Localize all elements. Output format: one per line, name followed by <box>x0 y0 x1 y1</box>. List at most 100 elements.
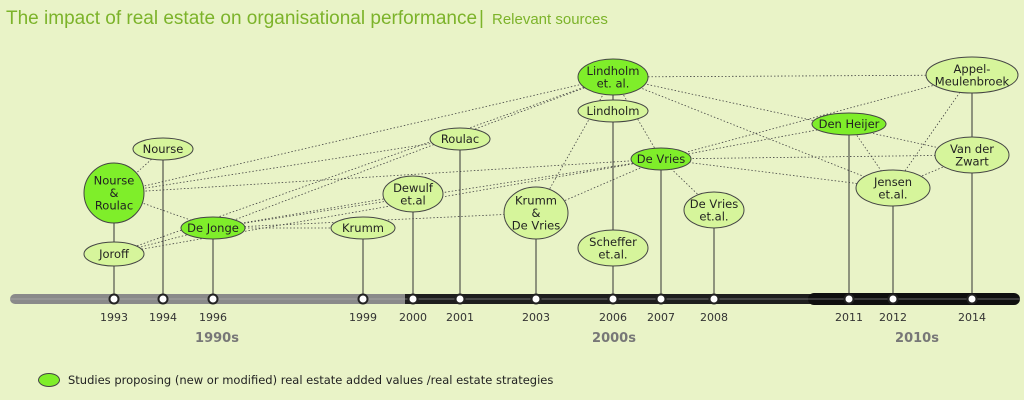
node-lindholm: Lindholm <box>577 99 649 123</box>
year-label-1996: 1996 <box>199 311 227 324</box>
node-label-krumm_devries-0: Krumm <box>515 194 557 208</box>
node-label-jensen-0: Jensen <box>873 175 912 189</box>
node-shape-jensen <box>855 169 931 207</box>
title-main: The impact of real estate on organisatio… <box>6 8 478 29</box>
node-label-nourse_roulac-0: Nourse <box>94 174 135 188</box>
year-marker-2008 <box>708 293 720 305</box>
year-label-2006: 2006 <box>599 311 627 324</box>
link-devries-appel <box>660 74 973 160</box>
node-label-jensen-1: et.al. <box>878 187 907 201</box>
year-marker-1999 <box>357 293 369 305</box>
decade-label-1990s: 1990s <box>195 331 239 346</box>
link-nourse_roulac-roulac <box>113 138 461 194</box>
node-dejonge: De Jonge <box>180 216 246 240</box>
title-subtitle: Relevant sources <box>491 11 608 28</box>
node-label-nourse_roulac-2: Roulac <box>95 199 133 213</box>
node-label-lindholm-0: Lindholm <box>587 104 640 118</box>
page-title: The impact of real estate on organisatio… <box>6 8 608 30</box>
link-lindholm_etal-vanderzwart <box>612 76 973 156</box>
node-shape-roulac <box>429 127 491 151</box>
year-label-2008: 2008 <box>700 311 728 324</box>
node-shape-vanderzwart <box>934 136 1010 174</box>
node-label-krumm_devries-1: & <box>532 206 541 220</box>
node-nourse: Nourse <box>132 137 194 161</box>
link-nourse_roulac-lindholm_etal <box>113 76 614 194</box>
timeline-layer: 1993 1994 1996 1999 2000 2001 2003 2006 2007 2008… <box>10 293 1020 346</box>
link-denheijer-jensen <box>848 123 894 189</box>
node-krumm_devries: Krumm&De Vries <box>503 186 569 240</box>
node-shape-scheffer <box>577 229 649 267</box>
year-label-1994: 1994 <box>149 311 177 324</box>
link-devries-vanderzwart <box>660 154 973 160</box>
year-label-2007: 2007 <box>647 311 675 324</box>
node-shape-joroff <box>83 241 145 267</box>
year-marker-1994 <box>157 293 169 305</box>
node-label-vanderzwart-1: Zwart <box>955 154 989 168</box>
decade-label-2010s: 2010s <box>895 331 939 346</box>
node-devries: De Vries <box>630 147 692 171</box>
stems-layer <box>113 75 973 299</box>
node-label-scheffer-0: Scheffer <box>589 235 637 249</box>
node-joroff: Joroff <box>83 241 145 267</box>
link-joroff-devries <box>113 158 662 255</box>
node-label-vanderzwart-0: Van der <box>950 142 994 156</box>
title-separator: | <box>479 8 484 29</box>
node-label-krumm-0: Krumm <box>342 221 384 235</box>
node-label-appel-0: Appel- <box>954 62 991 76</box>
node-label-dewulf-1: et.al <box>400 193 425 207</box>
year-label-2011: 2011 <box>835 311 863 324</box>
node-label-devries_etal-0: De Vries <box>690 197 738 211</box>
link-devries-denheijer <box>660 123 850 160</box>
year-label-2001: 2001 <box>446 311 474 324</box>
year-label-1999: 1999 <box>349 311 377 324</box>
node-shape-lindholm_etal <box>577 58 649 96</box>
year-marker-1993 <box>108 293 120 305</box>
year-label-2014: 2014 <box>958 311 986 324</box>
year-marker-2007 <box>655 293 667 305</box>
node-shape-lindholm <box>577 99 649 123</box>
legend-label: Studies proposing (new or modified) real… <box>68 373 554 387</box>
year-marker-2000 <box>407 293 419 305</box>
link-dejonge-dewulf <box>212 193 414 229</box>
node-shape-nourse <box>132 137 194 161</box>
year-label-2003: 2003 <box>522 311 550 324</box>
year-label-1993: 1993 <box>100 311 128 324</box>
node-shape-krumm_devries <box>503 186 569 240</box>
year-marker-2001 <box>454 293 466 305</box>
node-label-denheijer-0: Den Heijer <box>819 117 880 131</box>
link-krumm_devries-lindholm_etal <box>535 76 614 214</box>
node-label-lindholm_etal-1: et. al. <box>597 76 630 90</box>
node-label-appel-1: Meulenbroek <box>935 74 1010 88</box>
link-nourse_roulac-devries <box>113 158 662 194</box>
node-appel: Appel-Meulenbroek <box>925 56 1019 94</box>
node-label-krumm_devries-2: De Vries <box>512 219 560 233</box>
node-roulac: Roulac <box>429 127 491 151</box>
node-denheijer: Den Heijer <box>811 112 887 136</box>
year-marker-1996 <box>207 293 219 305</box>
link-lindholm_etal-jensen <box>612 76 894 189</box>
year-label-2000: 2000 <box>399 311 427 324</box>
node-label-dejonge-0: De Jonge <box>187 221 239 235</box>
node-shape-denheijer <box>811 112 887 136</box>
year-marker-2003 <box>530 293 542 305</box>
node-shape-dewulf <box>382 175 444 213</box>
node-nourse_roulac: Nourse&Roulac <box>83 162 145 224</box>
year-marker-2011 <box>843 293 855 305</box>
year-label-2012: 2012 <box>879 311 907 324</box>
link-krumm_devries-devries <box>535 158 662 214</box>
link-lindholm_etal-appel <box>612 74 973 78</box>
node-label-joroff-0: Joroff <box>98 247 130 261</box>
year-marker-2012 <box>887 293 899 305</box>
node-label-scheffer-1: et.al. <box>598 247 627 261</box>
node-label-roulac-0: Roulac <box>441 132 479 146</box>
node-label-devries_etal-1: et.al. <box>699 209 728 223</box>
decade-label-2000s: 2000s <box>592 331 636 346</box>
